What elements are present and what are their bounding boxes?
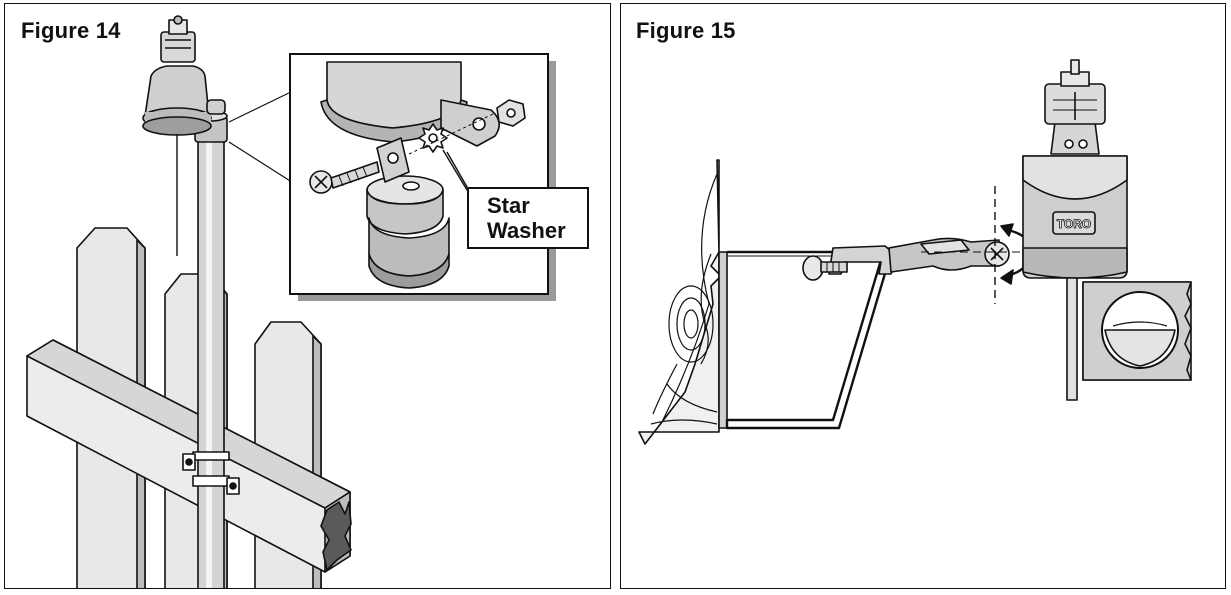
pipe-strap-upper xyxy=(192,451,230,461)
pipe-strap-lower xyxy=(192,475,230,487)
callout-line-2: Washer xyxy=(487,218,566,243)
figure-15-illustration: TORO xyxy=(638,59,1192,445)
toro-brand-label: TORO xyxy=(1057,217,1091,231)
figure-14-illustration xyxy=(26,15,556,588)
callout-line-1: Star xyxy=(487,193,530,218)
star-washer-callout: Star Washer xyxy=(467,187,589,249)
figure-15-title: Figure 15 xyxy=(636,18,736,43)
rail-cut-end xyxy=(320,501,352,571)
figure-14-title: Figure 14 xyxy=(21,18,121,43)
figure-14-panel: Figure 14 xyxy=(4,3,611,589)
upper-bracket-ear xyxy=(440,99,500,147)
wood-grain-icon xyxy=(650,173,718,425)
wood-post xyxy=(638,159,722,445)
sprinkler-cap xyxy=(160,31,196,63)
sprinkler-body xyxy=(144,65,210,117)
figure-15-panel: Figure 15 xyxy=(620,3,1226,589)
